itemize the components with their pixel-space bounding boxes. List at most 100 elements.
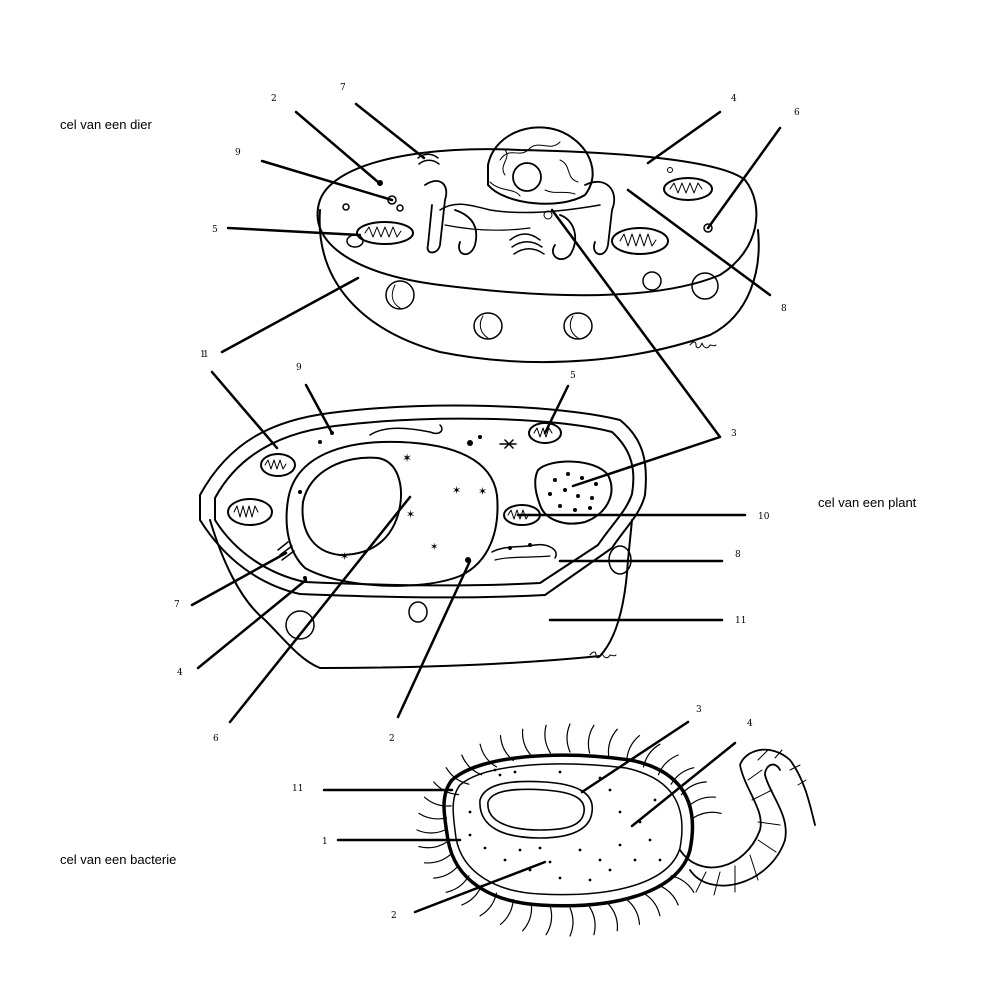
- label-bacteria-4: 4: [747, 719, 753, 729]
- svg-text:✶: ✶: [340, 551, 349, 563]
- ribosome: [538, 846, 542, 850]
- title-animal-cell: cel van een dier: [60, 117, 152, 132]
- plant-chloroplasts: [227, 422, 562, 526]
- ribosome: [493, 768, 497, 772]
- label-animal-8: 8: [781, 304, 787, 314]
- label-plant-1: 1: [200, 350, 206, 360]
- leader-lines: [190, 102, 782, 914]
- ribosome: [498, 773, 502, 777]
- pilus: [587, 724, 595, 754]
- pilus: [688, 796, 717, 807]
- svg-text:✶: ✶: [406, 509, 415, 521]
- plant-vacuole: [285, 440, 499, 587]
- pilus: [589, 906, 596, 936]
- pilus: [418, 841, 448, 849]
- label-bacteria-3: 3: [696, 705, 702, 715]
- animal-endoplasmic-reticulum: [424, 180, 616, 260]
- animal-cell-vesicles: [346, 234, 719, 340]
- label-plant-6: 6: [213, 734, 219, 744]
- label-animal-9: 9: [235, 148, 241, 158]
- plant-cell-side: [209, 519, 633, 669]
- ribosome: [608, 788, 612, 792]
- animal-nucleus: [487, 126, 594, 205]
- pilus: [522, 903, 533, 932]
- pilus: [642, 892, 661, 917]
- ribosome: [518, 848, 522, 852]
- pilus: [423, 796, 452, 807]
- ribosome: [648, 838, 652, 842]
- label-animal-2: 2: [271, 94, 277, 104]
- ribosome: [618, 810, 622, 814]
- bacteria-membrane: [452, 763, 683, 896]
- title-bacteria-cell: cel van een bacterie: [60, 852, 177, 867]
- label-bacteria-1: 1: [322, 837, 328, 847]
- plant-particles: ✶ ✶ ✶ ✶ ✶ ✶: [298, 431, 532, 580]
- title-plant-cell: cel van een plant: [818, 495, 917, 510]
- pilus: [418, 812, 448, 820]
- animal-cell: [316, 126, 760, 364]
- label-plant-8: 8: [735, 550, 741, 560]
- label-animal-7: 7: [340, 83, 346, 93]
- label-shared-3: 3: [731, 429, 737, 439]
- pilus: [566, 723, 571, 753]
- ribosome: [503, 858, 507, 862]
- ribosome: [468, 810, 472, 814]
- plant-golgi: [277, 424, 557, 561]
- animal-mitochondria: [356, 177, 713, 255]
- label-animal-1: 1: [203, 350, 209, 360]
- ribosome: [653, 798, 657, 802]
- svg-text:✶: ✶: [430, 542, 438, 553]
- pilus: [692, 811, 722, 819]
- label-animal-5: 5: [212, 225, 218, 235]
- pilus: [569, 907, 574, 937]
- pilus: [607, 728, 618, 757]
- plant-nucleus: [534, 460, 613, 525]
- label-plant-11: 11: [735, 616, 746, 626]
- bacteria-cell: [416, 723, 816, 937]
- label-animal-4: 4: [731, 94, 737, 104]
- pilus: [499, 898, 514, 925]
- pilus: [416, 829, 446, 834]
- plant-cell: ✶ ✶ ✶ ✶ ✶ ✶: [199, 404, 647, 669]
- bacteria-capsule: [442, 753, 695, 908]
- pilus: [433, 864, 460, 879]
- ribosome: [618, 843, 622, 847]
- label-plant-4: 4: [177, 668, 183, 678]
- label-animal-6: 6: [794, 108, 800, 118]
- pilus: [608, 903, 619, 932]
- pilus: [423, 853, 452, 864]
- ribosome: [483, 846, 487, 850]
- ribosome: [468, 833, 472, 837]
- label-plant-9: 9: [296, 363, 302, 373]
- pilus: [670, 875, 695, 893]
- ribosome: [588, 878, 592, 882]
- ribosome: [598, 858, 602, 862]
- label-plant-5: 5: [570, 371, 576, 381]
- ribosome: [633, 858, 637, 862]
- svg-text:✶: ✶: [402, 451, 412, 465]
- pilus: [479, 743, 498, 768]
- pilus: [521, 728, 532, 757]
- number-labels: 1 2 4 5 6 7 8 9 3 1 9 5 10 8 11 7 4 6 2 …: [174, 83, 800, 921]
- bacteria-ribosomes: [468, 768, 662, 882]
- label-bacteria-2: 2: [391, 911, 397, 921]
- label-plant-7: 7: [174, 600, 180, 610]
- animal-cell-membrane: [316, 148, 758, 297]
- bacteria-pili: [416, 723, 722, 937]
- bacteria-flagellum: [679, 748, 816, 896]
- label-bacteria-11: 11: [292, 784, 303, 794]
- svg-text:✶: ✶: [478, 486, 487, 498]
- label-plant-2: 2: [389, 734, 395, 744]
- ribosome: [578, 848, 582, 852]
- pilus: [545, 906, 553, 936]
- pilus: [657, 884, 679, 906]
- ribosome: [513, 770, 517, 774]
- pilus: [670, 767, 695, 785]
- pilus: [544, 724, 551, 754]
- pilus: [657, 754, 679, 776]
- animal-cell-side: [318, 209, 760, 364]
- ribosome: [558, 876, 562, 880]
- plant-cell-wall: [199, 404, 647, 599]
- label-plant-10: 10: [758, 512, 770, 522]
